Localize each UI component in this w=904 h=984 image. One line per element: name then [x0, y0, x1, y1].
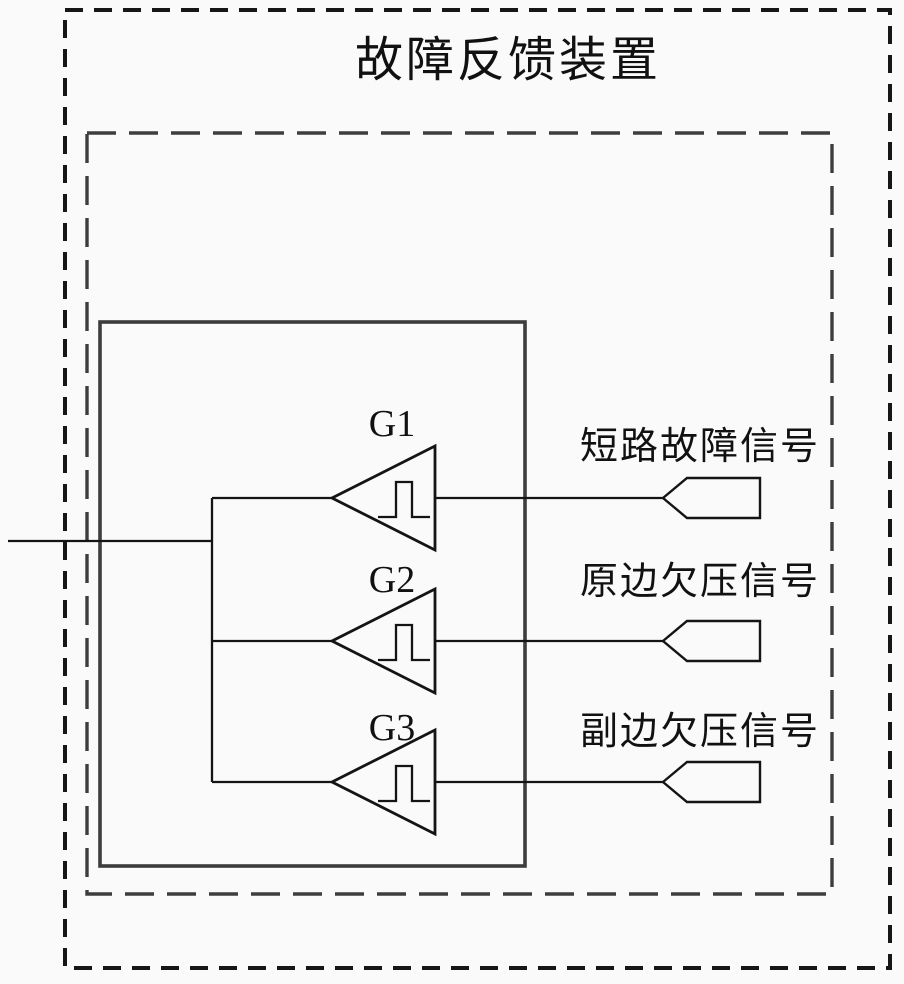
signal-arrow-g3 [661, 760, 762, 804]
gate-g3-triangle [328, 727, 437, 837]
signal-label-g3: 副边欠压信号 [580, 709, 820, 753]
signal-arrow-g2 [661, 619, 762, 663]
gate-g2-triangle [328, 586, 437, 696]
outer-dashed-border [63, 8, 892, 970]
gate-g1-triangle [328, 443, 437, 553]
pulse-icon-g2 [378, 623, 430, 662]
inner-dashed-border [85, 131, 834, 896]
gate-g2-label: G2 [369, 559, 415, 601]
gate-module-box [98, 320, 527, 868]
pulse-icon-g1 [378, 480, 430, 519]
gate-g3-label: G3 [369, 707, 415, 749]
signal-label-g2: 原边欠压信号 [580, 559, 820, 603]
pulse-icon-g3 [378, 764, 430, 803]
signal-arrow-g1 [661, 476, 762, 520]
signal-label-g1: 短路故障信号 [580, 424, 820, 468]
gate-g1-label: G1 [369, 403, 415, 445]
figure-title: 故障反馈装置 [355, 32, 661, 88]
